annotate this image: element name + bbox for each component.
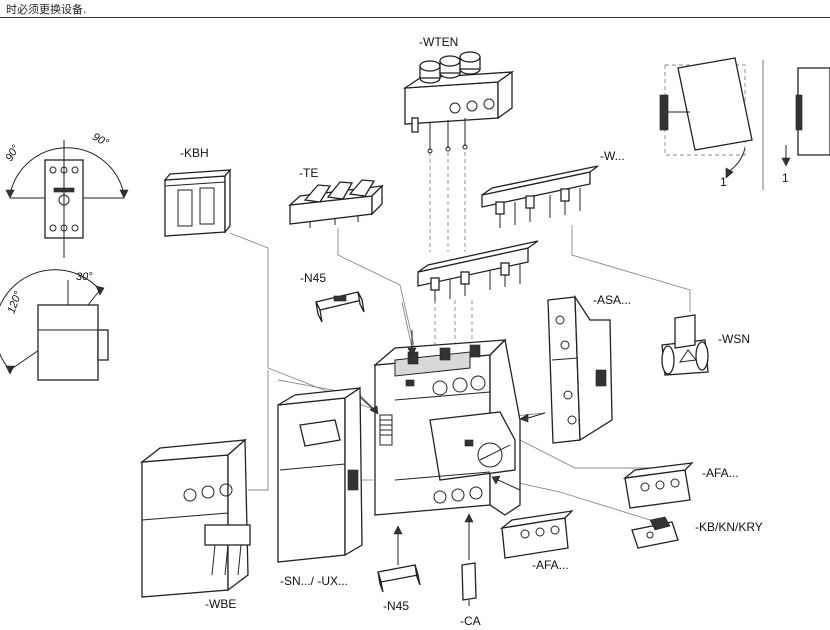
- rotation-diagram-120: [0, 269, 109, 381]
- label-afa-bottom: -AFA...: [532, 558, 569, 572]
- wsn-part: [661, 314, 709, 376]
- label-wten: -WTEN: [419, 35, 458, 49]
- rail-mounting-right: [781, 67, 830, 167]
- dashed-leader-lines: [429, 152, 473, 355]
- angle-30: 30°: [76, 271, 93, 283]
- angle-left-90: 90°: [3, 143, 22, 164]
- n45-top-part: [315, 291, 365, 323]
- assembly-arrows: [359, 330, 546, 565]
- n45-bottom-part: [377, 564, 421, 593]
- label-wbe: -WBE: [205, 597, 236, 611]
- mounting-step-right: 1: [782, 171, 789, 185]
- label-ca: -CA: [460, 614, 481, 628]
- kb-kn-kry-part: [631, 516, 679, 549]
- rotation-diagram-90: [5, 140, 129, 258]
- wten-terminal-block: [402, 51, 515, 154]
- angle-right-90: 90°: [90, 131, 111, 150]
- sn-ux-part: [277, 386, 363, 563]
- ca-part: [461, 562, 477, 606]
- w-busbar-top: [481, 165, 599, 228]
- label-sn-ux: -SN.../ -UX...: [280, 574, 348, 588]
- rail-mounting-left: [659, 57, 753, 179]
- afa-bottom-part: [499, 510, 574, 559]
- te-terminal: [288, 179, 384, 228]
- header-rule: [0, 17, 830, 18]
- w-busbar-bottom: [417, 240, 539, 302]
- label-asa: -ASA...: [593, 293, 631, 307]
- angle-120: 120°: [6, 289, 25, 315]
- label-afa-right: -AFA...: [702, 466, 739, 480]
- motor-circuit-breaker: [373, 338, 521, 516]
- label-kbh: -KBH: [180, 146, 209, 160]
- asa-aux-block: [547, 294, 613, 444]
- afa-right-part: [622, 462, 694, 509]
- label-kb-kn-kry: -KB/KN/KRY: [695, 520, 763, 534]
- kbh-cover: [163, 168, 232, 237]
- wbe-part: [139, 438, 251, 598]
- label-wsn: -WSN: [718, 332, 750, 346]
- header-note: 时必须更换设备.: [6, 3, 87, 16]
- label-n45-bottom: -N45: [383, 599, 409, 613]
- label-w: -W...: [600, 149, 625, 163]
- label-te: -TE: [299, 166, 318, 180]
- mounting-step-left: 1: [720, 175, 727, 189]
- label-n45-top: -N45: [300, 271, 326, 285]
